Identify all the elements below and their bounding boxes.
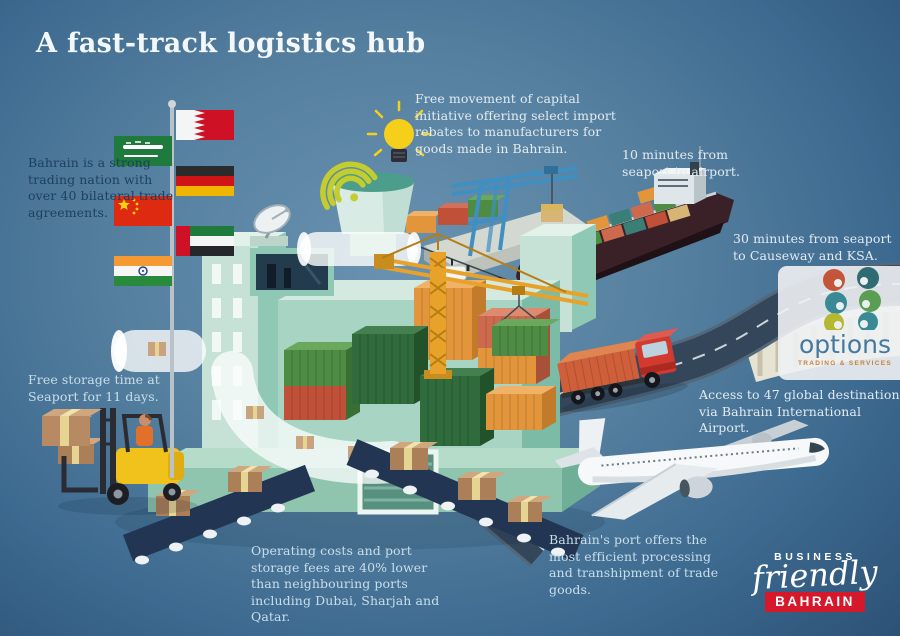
business-friendly-bahrain-logo: BUSINESS friendly BAHRAIN — [742, 551, 888, 612]
note-free-storage: Free storage time at Seaport for 11 days… — [28, 372, 160, 404]
page-title: A fast-track logistics hub — [36, 28, 426, 59]
note-seaport-to-airport: 10 minutes from seaport to airport. — [622, 147, 741, 179]
note-operating-costs: Operating costs and port storage fees ar… — [251, 543, 440, 624]
brand-friendly: friendly — [751, 552, 879, 598]
options-watermark-logo: options TRADING & SERVICES — [778, 266, 900, 380]
note-global-destinations: Access to 47 global destinations via Bah… — [699, 387, 900, 435]
forklift-load — [42, 409, 102, 446]
flag-bahrain — [176, 110, 234, 140]
forklift — [42, 408, 198, 515]
hanging-container — [492, 305, 560, 356]
flagpole — [168, 100, 176, 478]
ship-superstructure — [654, 146, 706, 204]
airplane — [554, 418, 830, 520]
flag-germany — [176, 166, 234, 196]
note-seaport-to-causeway: 30 minutes from seaport to Causeway and … — [733, 231, 892, 263]
flag-saudi-arabia — [114, 136, 172, 166]
flag-china — [114, 196, 172, 226]
wifi-icon — [320, 161, 378, 210]
brand-bahrain-badge: BAHRAIN — [765, 591, 865, 612]
satellite-dish-icon — [250, 204, 291, 246]
options-tagline: TRADING & SERVICES — [797, 360, 893, 367]
forklift-driver — [136, 414, 153, 446]
flag-india — [114, 256, 172, 286]
options-logo-swirls — [823, 267, 881, 333]
note-bilateral-trade: Bahrain is a strong trading nation with … — [28, 155, 174, 220]
note-capital-initiative: Free movement of capital initiative offe… — [415, 91, 617, 156]
cargo-truck — [557, 327, 688, 413]
options-wordmark: options — [798, 330, 892, 359]
brand-business: BUSINESS — [774, 551, 856, 563]
note-port-efficiency: Bahrain's port offers the most efficient… — [549, 532, 719, 597]
flag-uae — [176, 226, 234, 256]
gantry-crane — [451, 166, 579, 257]
lightbulb-icon — [366, 100, 432, 162]
tower-crane — [374, 233, 589, 379]
